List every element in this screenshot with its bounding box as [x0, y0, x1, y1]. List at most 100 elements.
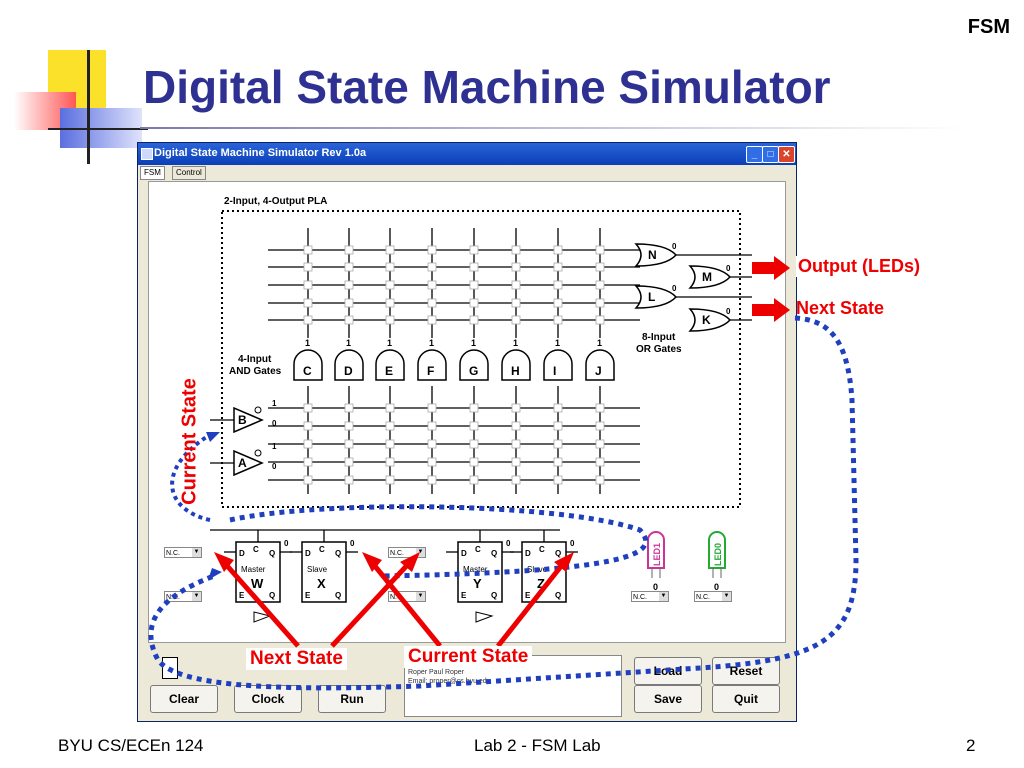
- flipflop-pin: Q: [269, 591, 275, 600]
- loop-arrowhead: [208, 568, 222, 580]
- pla-label: 2-Input, 4-Output PLA: [224, 196, 327, 207]
- tab-fsm[interactable]: FSM: [140, 166, 165, 180]
- tab-control[interactable]: Control: [172, 166, 206, 180]
- pla-fuse: [553, 439, 563, 449]
- flipflop-value: 0: [570, 539, 575, 548]
- and-gate-label: J: [595, 364, 602, 378]
- combo-value: N.C.: [696, 594, 710, 601]
- and-output-value: 1: [429, 338, 434, 348]
- and-gate-E: [375, 349, 405, 381]
- loop-arrowhead: [206, 432, 220, 442]
- save-button[interactable]: Save: [634, 685, 702, 713]
- inverter-label: A: [238, 456, 247, 470]
- footer-course: BYU CS/ECEn 124: [58, 736, 204, 755]
- about-line: Roper Paul Roper: [408, 669, 465, 676]
- pla-fuse: [469, 475, 479, 485]
- state-select[interactable]: N.C.▼: [164, 547, 202, 558]
- pla-fuse: [344, 439, 354, 449]
- pla-fuse: [344, 298, 354, 308]
- and-output-value: 1: [346, 338, 351, 348]
- pla-fuse: [427, 245, 437, 255]
- clear-button[interactable]: Clear: [150, 685, 218, 713]
- quit-button[interactable]: Quit: [712, 685, 780, 713]
- next-state-arrow-head: [774, 298, 790, 322]
- flipflop-pin: Q: [555, 591, 561, 600]
- or-gates-label: OR Gates: [636, 344, 682, 355]
- flipflop-pin: E: [525, 591, 531, 600]
- pla-fuse: [427, 280, 437, 290]
- red-arrow: [330, 558, 414, 648]
- pla-fuse: [469, 439, 479, 449]
- or-gate-label: N: [648, 248, 657, 262]
- flipflop-pin: C: [319, 545, 325, 554]
- inverter-B: [233, 406, 264, 434]
- window-title: Digital State Machine Simulator Rev 1.0a: [154, 147, 367, 159]
- and-output-value: 1: [555, 338, 560, 348]
- pla-fuse: [385, 298, 395, 308]
- pla-fuse: [303, 262, 313, 272]
- pla-fuse: [303, 421, 313, 431]
- output-arrow-head: [774, 256, 790, 280]
- red-arrowhead: [554, 552, 574, 572]
- and-gate-C: [293, 349, 323, 381]
- pla-fuse: [469, 262, 479, 272]
- pla-fuse: [344, 280, 354, 290]
- pla-fuse: [511, 298, 521, 308]
- pla-fuse: [303, 439, 313, 449]
- chevron-down-icon: ▼: [722, 592, 731, 601]
- pla-fuse: [469, 315, 479, 325]
- pla-fuse: [427, 457, 437, 467]
- pla-fuse: [427, 315, 437, 325]
- pla-fuse: [427, 298, 437, 308]
- flipflop-pin: E: [305, 591, 311, 600]
- flipflop-pin: Q: [555, 549, 561, 558]
- and-gates-label: 4-Input: [238, 354, 272, 365]
- combo-value: N.C.: [390, 594, 404, 601]
- or-gate-label: L: [648, 290, 655, 304]
- and-gate-label: I: [553, 364, 556, 378]
- red-arrowhead: [400, 552, 420, 572]
- and-gate-G: [459, 349, 489, 381]
- app-icon: [141, 148, 153, 160]
- page-number: 2: [966, 736, 976, 755]
- flipflop-value: 0: [506, 539, 511, 548]
- pla-fuse: [511, 280, 521, 290]
- flipflop-value: 0: [284, 539, 289, 548]
- pla-fuse: [344, 262, 354, 272]
- or-gate-K: [688, 308, 732, 332]
- or-output-value: 0: [672, 242, 677, 251]
- pla-fuse: [385, 315, 395, 325]
- pla-fuse: [553, 421, 563, 431]
- pla-fuse: [303, 280, 313, 290]
- and-output-value: 1: [597, 338, 602, 348]
- flipflop-role: Master: [463, 565, 488, 574]
- red-arrow: [496, 558, 568, 648]
- led-label: LED0: [713, 543, 723, 566]
- or-gates-label: 8-Input: [642, 332, 676, 343]
- pla-fuse: [553, 457, 563, 467]
- and-output-value: 1: [513, 338, 518, 348]
- current-state-loop: [229, 504, 649, 579]
- state-select[interactable]: N.C.▼: [388, 547, 426, 558]
- flipflop-pin: Q: [335, 591, 341, 600]
- led-select[interactable]: N.C. ▼: [694, 591, 732, 602]
- flipflop-pin: E: [461, 591, 467, 600]
- pla-fuse: [553, 298, 563, 308]
- pla-fuse: [427, 475, 437, 485]
- buffer-gate: [475, 611, 494, 623]
- next-state-label: Next State: [796, 298, 885, 318]
- flipflop-pin: D: [525, 549, 531, 558]
- and-gates-label: AND Gates: [229, 366, 282, 377]
- led-select[interactable]: N.C.▼: [631, 591, 669, 602]
- output-arrow-shaft: [752, 262, 774, 274]
- inverter-value: 1: [272, 399, 277, 408]
- close-button[interactable]: ✕: [778, 146, 795, 163]
- flipflop-value: 0: [350, 539, 355, 548]
- pla-fuse: [385, 262, 395, 272]
- window-titlebar[interactable]: Digital State Machine Simulator Rev 1.0a…: [138, 143, 796, 165]
- pla-fuse: [344, 457, 354, 467]
